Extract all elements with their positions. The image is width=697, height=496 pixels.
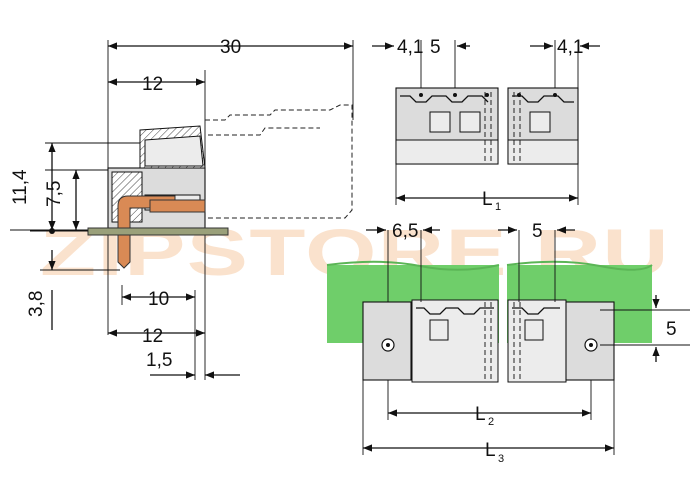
dim-length-3-sub: 3 <box>498 453 504 465</box>
dim-height-mid: 7,5 <box>44 181 65 207</box>
dim-pin-below: 3,8 <box>26 291 47 317</box>
bottom-view: 6,5 5 5 L 2 L 3 <box>326 221 690 465</box>
dim-board-thickness: 1,5 <box>146 350 172 371</box>
dim-pitch-edge-right: 4,1 <box>557 37 583 58</box>
dim-pitch-top: 5 <box>430 37 441 58</box>
dim-flange-pitch: 5 <box>666 319 677 340</box>
dim-length-2: L <box>475 404 486 425</box>
dim-overall-length: 30 <box>220 37 241 58</box>
dim-body-depth-top: 12 <box>142 74 163 95</box>
dim-length-3: L <box>485 440 496 461</box>
dim-pitch-bottom: 5 <box>532 221 543 242</box>
dim-length-1-sub: 1 <box>495 201 501 213</box>
dim-pitch-edge-top: 4,1 <box>397 37 423 58</box>
dim-length-1: L <box>482 189 493 210</box>
dim-length-2-sub: 2 <box>488 416 494 428</box>
top-view: 4,1 5 4,1 L 1 <box>372 37 600 213</box>
dim-body-depth-bottom: 12 <box>142 326 163 347</box>
dim-pin-length: 10 <box>148 289 169 310</box>
dim-flange-offset: 6,5 <box>392 221 418 242</box>
side-view: 30 12 11,4 7,5 3,8 10 12 1,5 <box>10 37 354 380</box>
dim-height-total: 11,4 <box>10 169 31 205</box>
